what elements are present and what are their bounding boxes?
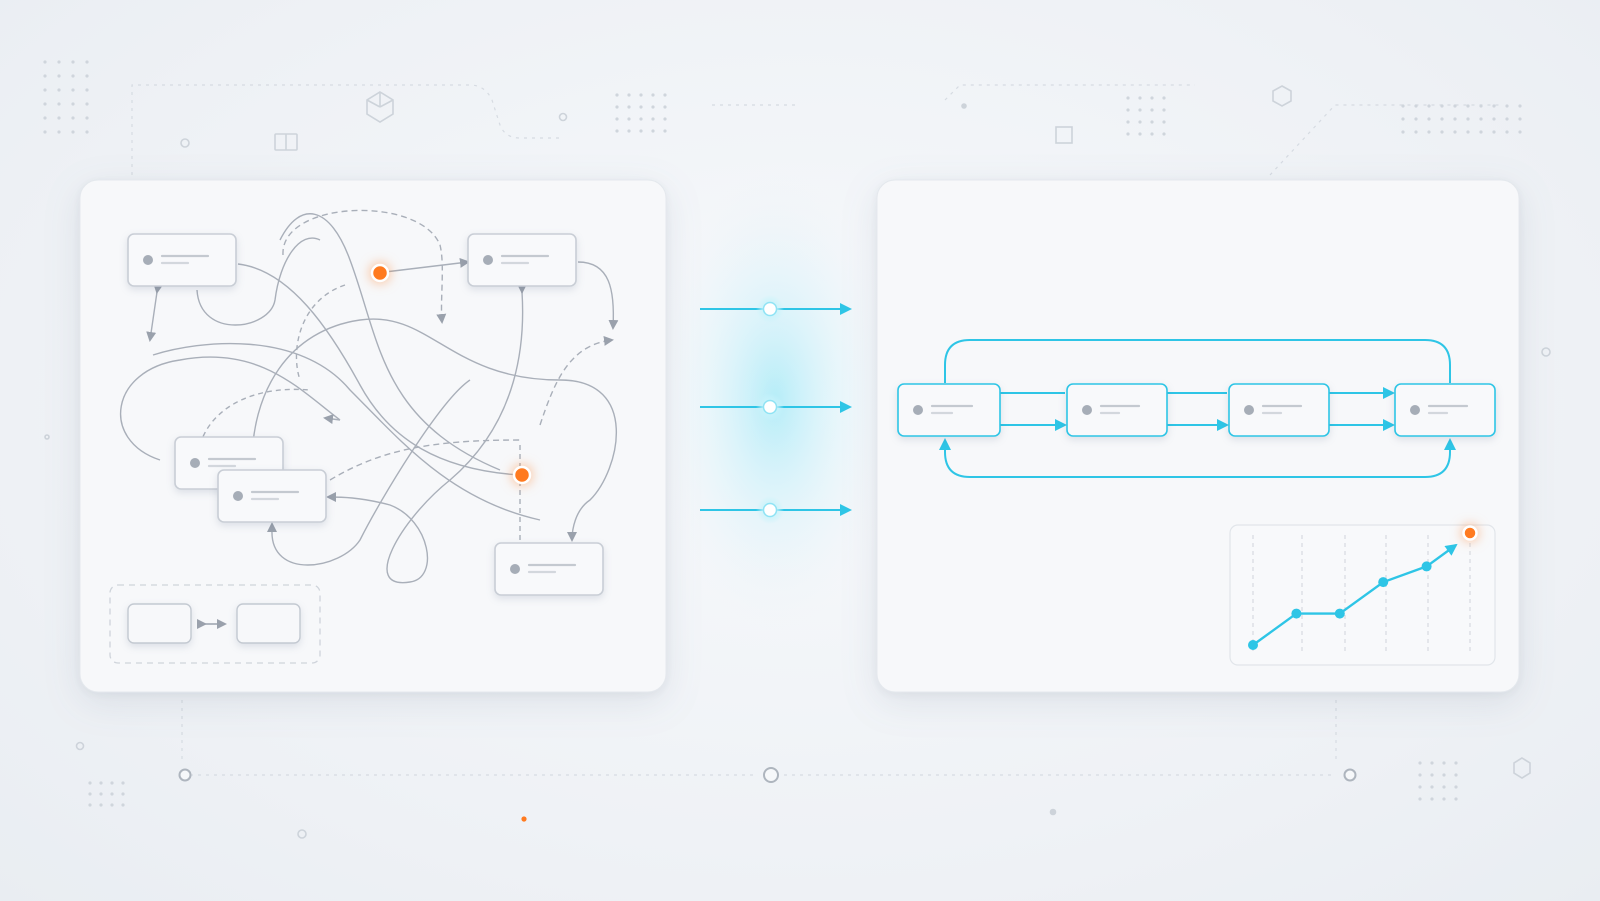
pipeline-stage bbox=[1394, 383, 1496, 437]
pipeline-stage bbox=[897, 383, 1001, 437]
trend-point bbox=[1248, 640, 1258, 650]
transition-arrow bbox=[700, 393, 852, 421]
workflow-node bbox=[494, 542, 604, 596]
placeholder-box bbox=[127, 603, 192, 644]
pipeline-loops bbox=[939, 339, 1456, 478]
pipeline-stage bbox=[1228, 383, 1330, 437]
tangled-connections bbox=[120, 209, 619, 584]
highlight-points bbox=[370, 263, 532, 485]
hexagon-icon bbox=[1513, 757, 1531, 779]
dot-grid-decoration bbox=[43, 60, 1522, 807]
workflow-node bbox=[467, 233, 577, 287]
trend-point bbox=[1291, 608, 1302, 619]
transition-arrows bbox=[700, 295, 852, 524]
hexagon-icon bbox=[1272, 85, 1292, 107]
workflow-node bbox=[217, 469, 327, 523]
trend-point bbox=[1421, 561, 1432, 572]
placeholder-box bbox=[236, 603, 301, 644]
timeline-markers bbox=[178, 767, 1357, 783]
transition-arrow bbox=[700, 496, 852, 524]
background-decoration bbox=[131, 84, 1500, 776]
pipeline-links bbox=[1000, 387, 1395, 431]
trend-point bbox=[1378, 577, 1389, 588]
square-icon bbox=[1055, 126, 1073, 144]
orange-accent-dot bbox=[521, 816, 527, 822]
trend-peak-point bbox=[1462, 525, 1478, 541]
workflow-node bbox=[127, 233, 237, 287]
background-icons bbox=[44, 85, 1551, 839]
transition-arrow bbox=[700, 295, 852, 323]
pipeline-stage bbox=[1066, 383, 1168, 437]
trend-point bbox=[1334, 608, 1345, 619]
trend-arrow bbox=[1425, 543, 1458, 568]
trend-chart bbox=[1229, 524, 1496, 666]
pipeline-stages bbox=[897, 383, 1496, 437]
tangled-nodes bbox=[127, 233, 604, 596]
comparison-group bbox=[109, 584, 321, 664]
